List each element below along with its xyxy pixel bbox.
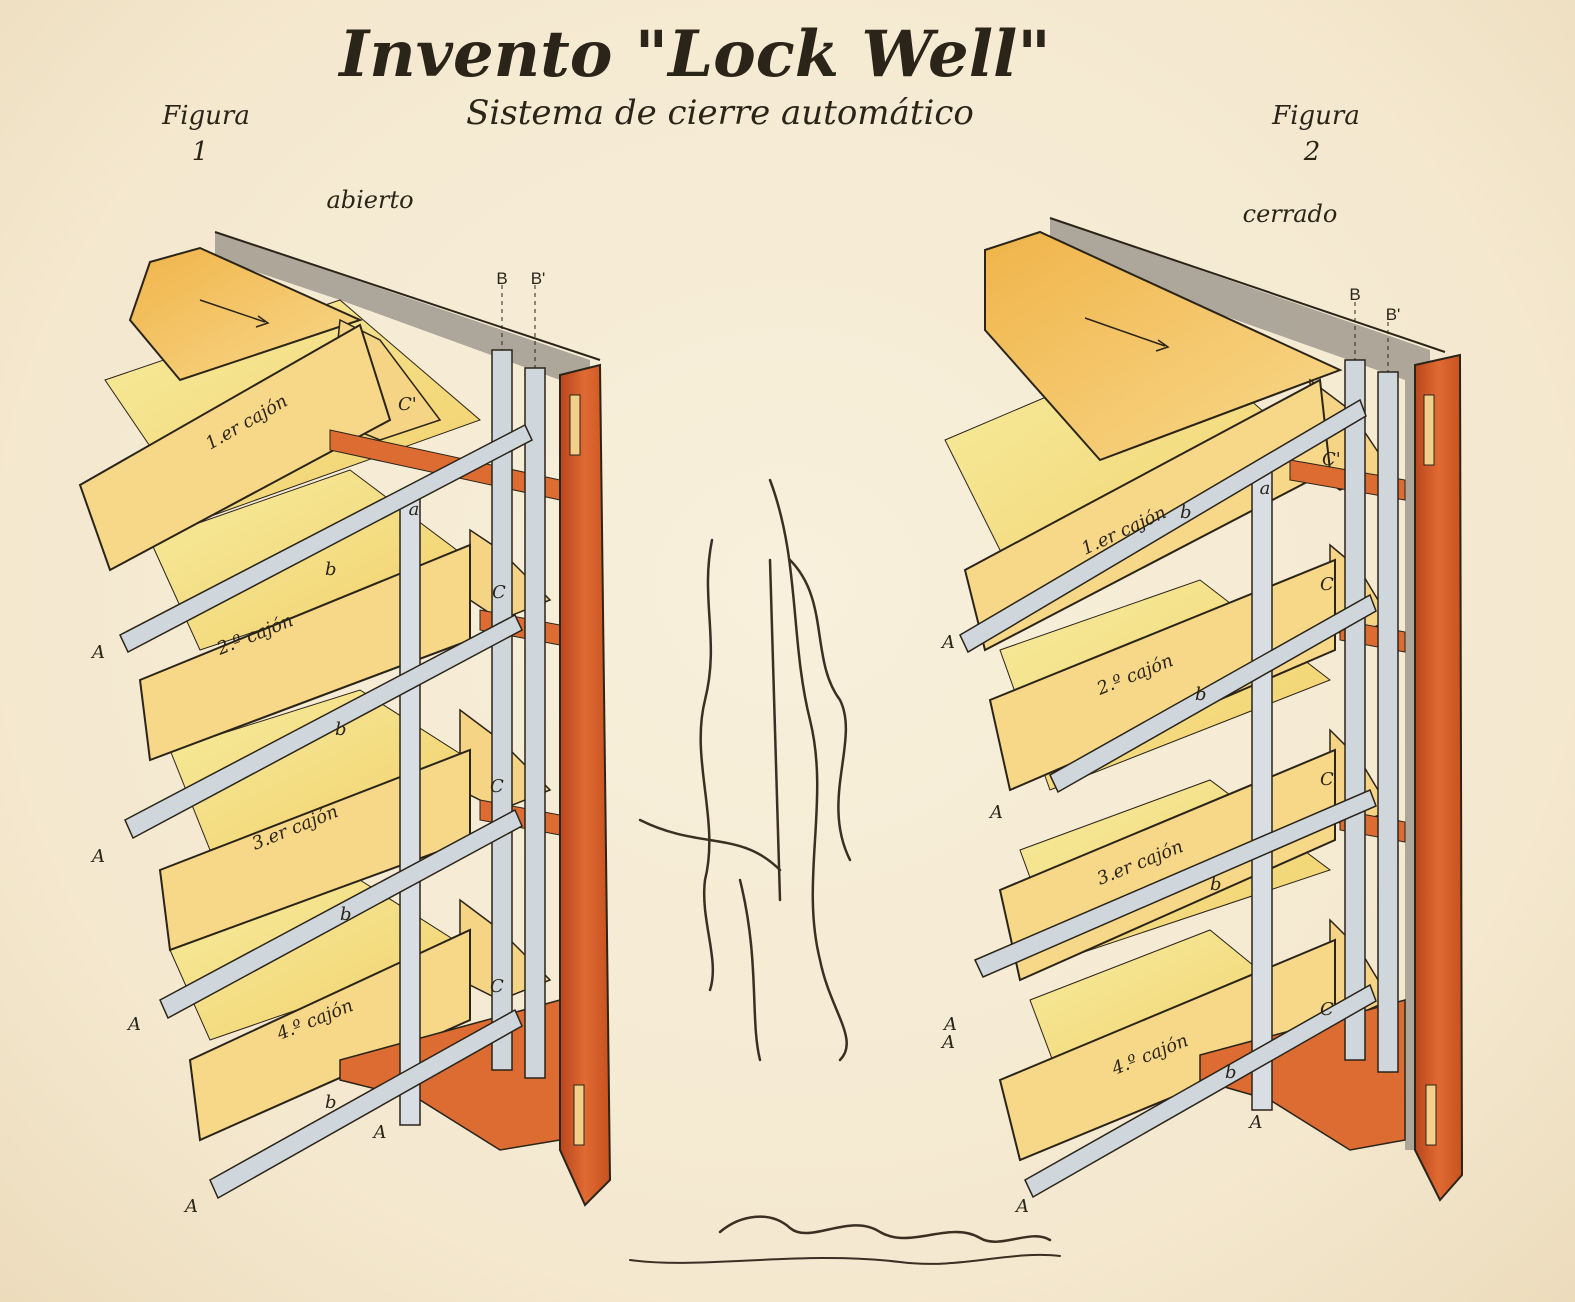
rod-a — [400, 495, 420, 1125]
figure-2-number: 2 — [1303, 137, 1321, 167]
tip-label-2: A — [90, 846, 105, 867]
stop-label-3: C — [490, 776, 504, 797]
rod-a-label-2: a — [1260, 478, 1271, 499]
rail-b-label: B — [496, 269, 507, 288]
lever-label-4b: b — [1225, 1062, 1237, 1083]
stop-label-1: C' — [398, 394, 417, 415]
lever-label-1b: b — [1180, 502, 1192, 523]
figure-1-state: abierto — [326, 186, 413, 214]
stop-label-1b: C' — [1322, 449, 1341, 470]
subtitle: Sistema de cierre automático — [466, 93, 974, 133]
tip-label-1: A — [90, 642, 105, 663]
stop-label-3b: C — [1320, 769, 1334, 790]
figure-1-heading: Figura — [161, 101, 250, 131]
side-post — [560, 365, 610, 1205]
figure-1-cabinet: B B' a A 1.er cajón 2.º cajón 3.er cajón… — [80, 232, 610, 1217]
lever-label-1: b — [325, 559, 337, 580]
rail-b-prime — [525, 368, 545, 1078]
tip-label-4b: A — [1014, 1196, 1029, 1217]
rod-end-label-2: A — [1248, 1112, 1263, 1133]
rod-a-2 — [1252, 470, 1272, 1110]
figure-2-heading: Figura — [1271, 101, 1360, 131]
lever-label-3b: b — [1210, 874, 1222, 895]
rail-b-prime-label-2: B' — [1386, 305, 1401, 324]
lever-label-2b: b — [1195, 684, 1207, 705]
lever-label-2: b — [335, 719, 347, 740]
stop-label-4b: C — [1320, 999, 1334, 1020]
title: Invento "Lock Well" — [337, 17, 1050, 92]
figure-1-number: 1 — [192, 137, 209, 167]
stop-label-2: C — [492, 582, 506, 603]
lever-label-3: b — [340, 904, 352, 925]
tip-label-2b: A — [988, 802, 1003, 823]
figure-2-state: cerrado — [1243, 200, 1338, 228]
tip-label-3: A — [126, 1014, 141, 1035]
stop-label-4: C — [490, 976, 504, 997]
stop-label-2b: C — [1320, 574, 1334, 595]
figure-2-cabinet: B B' a A 1.er cajón 2.º cajón 3.er cajón… — [940, 218, 1462, 1217]
side-post-2 — [1415, 355, 1462, 1200]
tip-label-1b: A — [940, 632, 955, 653]
tip-label-4: A — [183, 1196, 198, 1217]
rod-end-label: A — [372, 1122, 387, 1143]
rail-b-prime-label: B' — [531, 269, 546, 288]
tip-label-3b-alt: A — [940, 1032, 955, 1053]
rail-b-label-2: B — [1349, 285, 1360, 304]
lever-label-4: b — [325, 1092, 337, 1113]
